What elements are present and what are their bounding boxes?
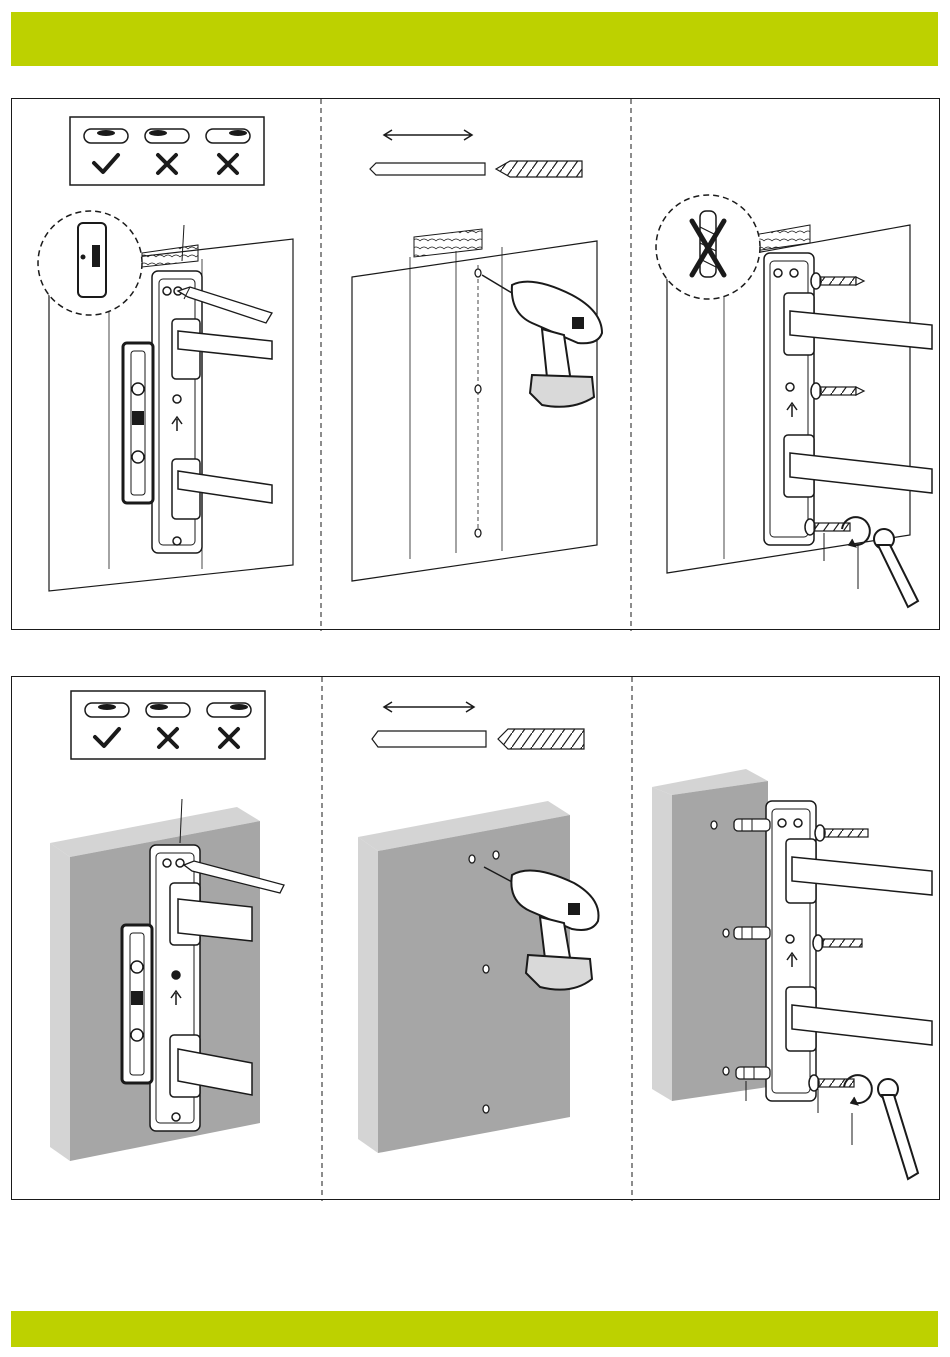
step-level-and-mark [50,691,284,1161]
level-check-box [71,691,265,759]
bubble-level-icon [122,925,152,1083]
lag-bolt-icon [815,825,868,841]
lag-bolt-icon [813,935,862,951]
footer-band [11,1311,938,1347]
stud-finder-detail [38,211,142,315]
no-anchor-icon [656,195,760,299]
drill-bit-size-diagram [372,702,584,749]
step-insert-anchors-fasten-bolts [652,769,932,1179]
step-fasten-lag-bolts [656,195,932,607]
concrete-wall-illustration [12,677,941,1201]
lag-bolt-icon [809,1075,854,1091]
drill-bit-size-diagram [370,130,582,177]
concrete-wall-instructions [11,676,940,1200]
wood-stud-instructions [11,98,940,630]
bubble-level-icon [123,343,153,503]
socket-wrench-icon [844,1075,918,1179]
step-drill-pilot-holes [352,130,602,581]
step-drill-holes [358,702,599,1153]
header-band [11,12,938,66]
bubble-vial-right [206,129,250,143]
step-level-and-mark [38,117,293,591]
bubble-vial-correct [84,129,128,143]
bubble-vial-left [145,129,189,143]
level-check-box [70,117,264,185]
wood-stud-illustration [12,99,941,631]
